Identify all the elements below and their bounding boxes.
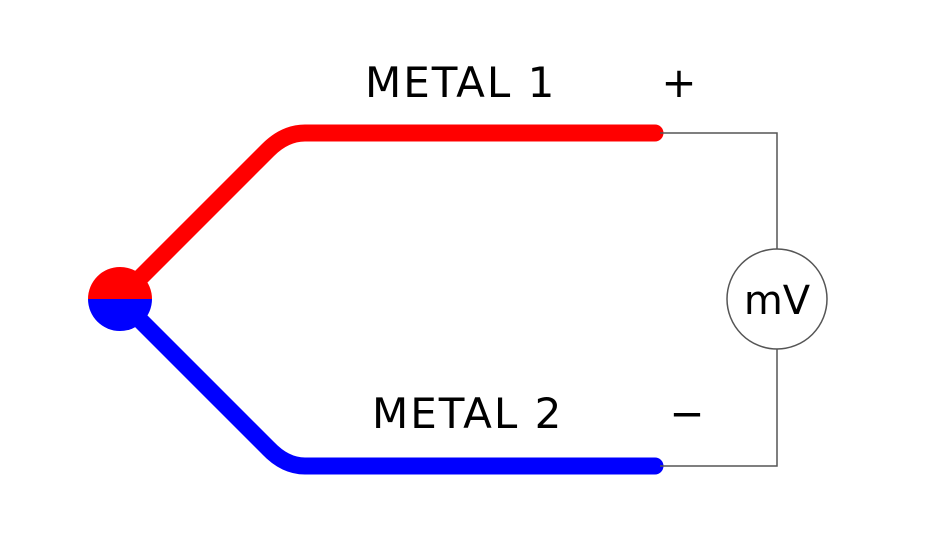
meter-label: mV bbox=[744, 278, 811, 324]
metal-1-wire bbox=[113, 124, 664, 305]
junction-bead bbox=[88, 267, 152, 331]
negative-sign: − bbox=[669, 389, 706, 438]
metal-2-wire bbox=[113, 293, 664, 475]
meter-circle bbox=[726, 248, 828, 350]
metal-2-label: METAL 2 bbox=[372, 389, 563, 438]
negative-lead bbox=[660, 349, 778, 467]
millivolt-meter: mV bbox=[726, 248, 828, 350]
metal-1-label: METAL 1 bbox=[365, 58, 556, 107]
positive-lead bbox=[660, 132, 778, 250]
positive-sign: + bbox=[661, 58, 698, 107]
